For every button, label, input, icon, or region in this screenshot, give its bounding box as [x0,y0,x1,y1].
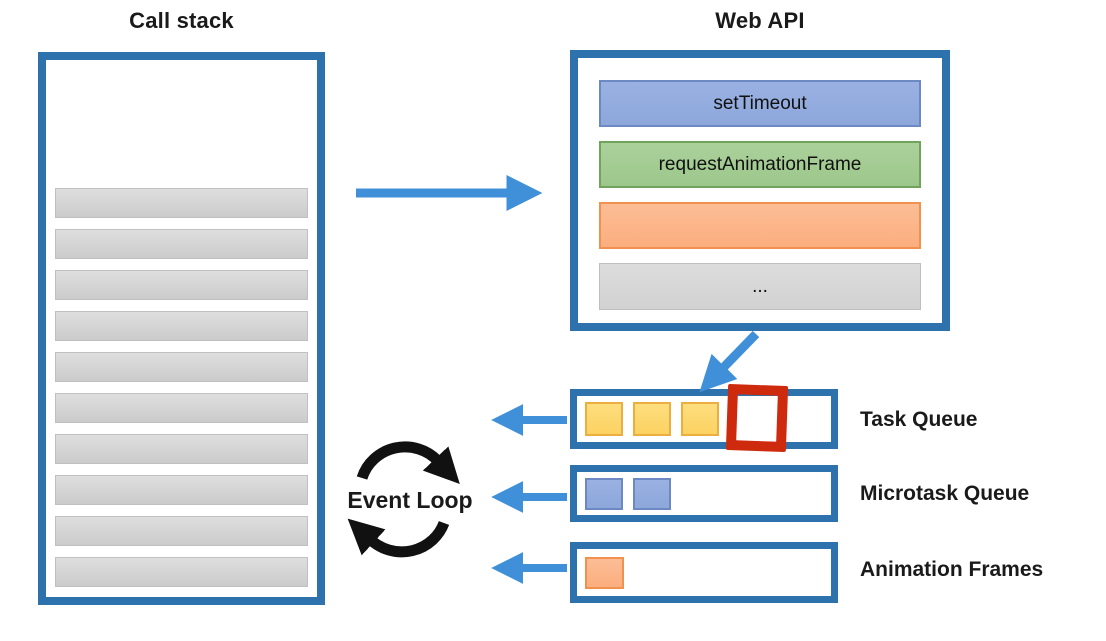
task-queue-label: Task Queue [860,408,978,431]
animation-frames-label: Animation Frames [860,558,1044,581]
event-loop-top-arc-icon [356,441,460,484]
web-api-title: Web API [715,8,805,33]
event-loop-bottom-arc-icon [347,518,450,558]
empty-slot-highlight [725,383,789,453]
web-api-box: setTimeout requestAnimationFrame ... [570,50,950,331]
queue-item [585,556,624,589]
web-api-item-settimeout: setTimeout [599,80,921,127]
queue-item [681,402,719,436]
arrow-webapi-to-taskqueue-icon [699,330,760,393]
stack-frame [55,475,308,505]
event-loop-label: Event Loop [347,487,473,513]
call-stack-title: Call stack [129,8,234,33]
stack-frame [55,311,308,341]
stack-frame [55,393,308,423]
stack-frame [55,434,308,464]
queue-item [585,477,623,510]
stack-frame [55,188,308,218]
stack-frame [55,516,308,546]
queue-item [633,477,671,510]
call-stack-frames [46,60,317,597]
web-api-item-orange [599,202,921,249]
stack-frame [55,270,308,300]
stack-frame [55,352,308,382]
call-stack-box [38,52,325,605]
queue-item [633,402,671,436]
stack-frame [55,229,308,259]
microtask-queue-box [570,465,838,522]
web-api-item-requestanimationframe: requestAnimationFrame [599,141,921,188]
web-api-item-ellipsis: ... [599,263,921,310]
stack-frame [55,557,308,587]
microtask-queue-label: Microtask Queue [860,482,1030,505]
queue-item [585,402,623,436]
task-queue-box [570,389,838,449]
animation-frames-box [570,542,838,603]
